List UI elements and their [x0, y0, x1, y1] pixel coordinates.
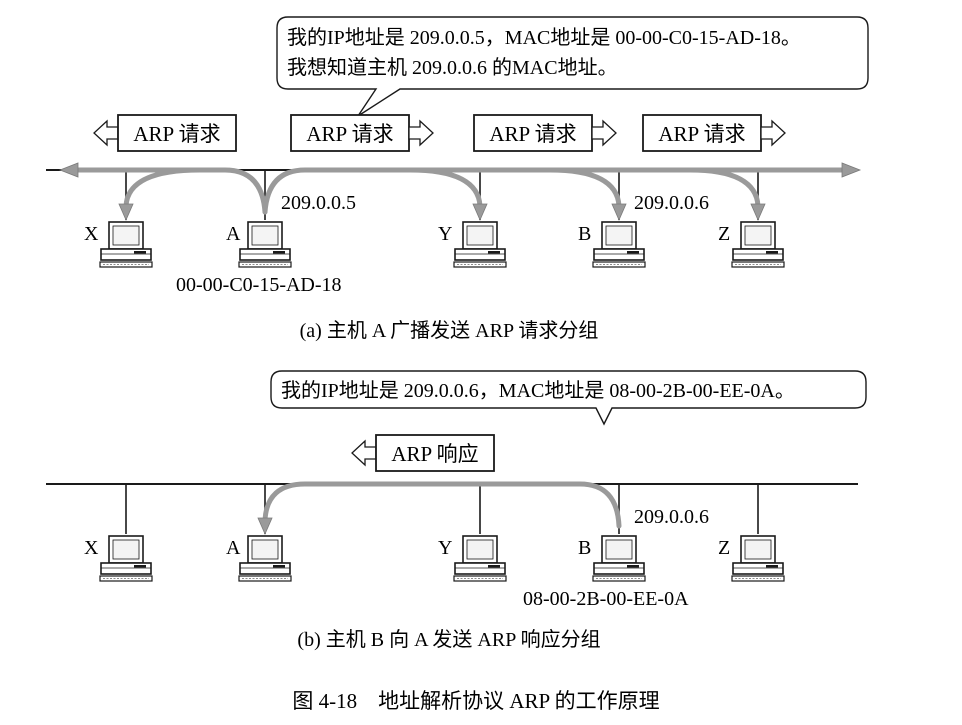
arp-request-label: ARP 请求: [133, 122, 220, 146]
mac-label-b: 08-00-2B-00-EE-0A: [523, 588, 689, 610]
left-arrow-icon: [93, 119, 119, 147]
arp-request-label: ARP 请求: [658, 122, 745, 146]
ip-label-b: 209.0.0.6: [634, 192, 709, 214]
mac-label-a: 00-00-C0-15-AD-18: [176, 274, 342, 296]
caption-a: (a) 主机 A 广播发送 ARP 请求分组: [300, 319, 599, 342]
host-label-y: Y: [438, 223, 452, 245]
ip-label-b: 209.0.0.6: [634, 506, 709, 528]
arp-request-box-3: ARP 请求: [473, 114, 617, 152]
arp-request-label: ARP 请求: [489, 122, 576, 146]
computer-icon: [731, 221, 785, 268]
left-arrow-icon: [351, 439, 377, 467]
computer-icon: [99, 221, 153, 268]
bubble-a-line1: 我的IP地址是 209.0.0.5，MAC地址是 00-00-C0-15-AD-…: [287, 26, 801, 49]
computer-icon: [238, 535, 292, 582]
arp-request-label: ARP 请求: [306, 122, 393, 146]
arp-request-box-1: ARP 请求: [93, 114, 237, 152]
computer-icon: [99, 535, 153, 582]
right-arrow-icon: [591, 119, 617, 147]
part-a: 我的IP地址是 209.0.0.5，MAC地址是 00-00-C0-15-AD-…: [46, 16, 869, 342]
arrowhead-down-icon: [611, 203, 627, 221]
arp-request-box-2: ARP 请求: [290, 114, 434, 152]
ip-label-a: 209.0.0.5: [281, 192, 356, 214]
caption-b: (b) 主机 B 向 A 发送 ARP 响应分组: [297, 628, 600, 651]
broadcast-arrowheads: [58, 162, 862, 221]
computer-icon: [592, 535, 646, 582]
arrowhead-down-icon: [472, 203, 488, 221]
speech-bubble-b: 我的IP地址是 209.0.0.6，MAC地址是 08-00-2B-00-EE-…: [270, 370, 867, 426]
host-label-x: X: [84, 223, 99, 245]
right-arrow-icon: [760, 119, 786, 147]
arrowhead-down-icon: [750, 203, 766, 221]
arrowhead-left-icon: [58, 162, 79, 178]
host-label-x: X: [84, 537, 99, 559]
host-label-b: B: [578, 223, 591, 245]
bubble-a-line2: 我想知道主机 209.0.0.6 的MAC地址。: [287, 56, 618, 79]
broadcast-arrows: [72, 167, 848, 215]
speech-bubble-a: 我的IP地址是 209.0.0.5，MAC地址是 00-00-C0-15-AD-…: [276, 16, 869, 117]
computer-icon: [592, 221, 646, 268]
computer-icon: [453, 221, 507, 268]
figure-caption: 图 4-18 地址解析协议 ARP 的工作原理: [292, 689, 659, 713]
arp-reply-box: ARP 响应: [351, 434, 495, 472]
arp-request-box-4: ARP 请求: [642, 114, 786, 152]
bubble-b-line1: 我的IP地址是 209.0.0.6，MAC地址是 08-00-2B-00-EE-…: [281, 379, 795, 402]
host-label-z: Z: [718, 537, 730, 559]
part-b: 我的IP地址是 209.0.0.6，MAC地址是 08-00-2B-00-EE-…: [46, 370, 867, 651]
host-label-z: Z: [718, 223, 730, 245]
computer-icon: [238, 221, 292, 268]
arrowhead-down-icon: [257, 517, 273, 535]
arp-reply-label: ARP 响应: [391, 442, 478, 466]
right-arrow-icon: [408, 119, 434, 147]
arrowhead-down-icon: [118, 203, 134, 221]
host-label-y: Y: [438, 537, 452, 559]
arrowhead-right-icon: [841, 162, 862, 178]
host-label-a: A: [226, 537, 241, 559]
reply-arrow: [262, 481, 622, 529]
host-label-a: A: [226, 223, 241, 245]
computer-icon: [731, 535, 785, 582]
host-label-b: B: [578, 537, 591, 559]
computer-icon: [453, 535, 507, 582]
